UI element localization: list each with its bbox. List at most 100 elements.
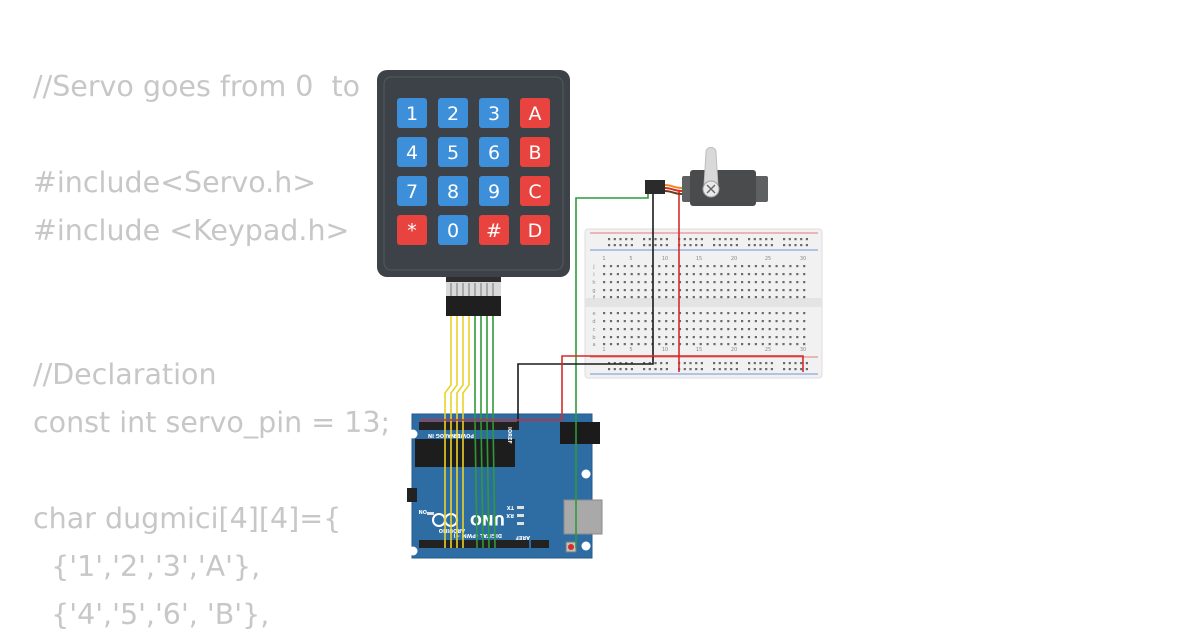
breadboard-hole xyxy=(796,265,799,268)
breadboard-hole xyxy=(700,368,703,371)
breadboard-hole xyxy=(730,362,733,365)
breadboard-hole xyxy=(616,328,619,331)
row-letter: e xyxy=(592,311,595,317)
breadboard-hole xyxy=(718,362,721,365)
breadboard-hole xyxy=(803,289,806,292)
breadboard-hole xyxy=(748,238,751,241)
breadboard-hole xyxy=(692,336,695,339)
breadboard-hole xyxy=(720,336,723,339)
keypad-key-1[interactable] xyxy=(397,98,427,128)
breadboard-hole xyxy=(803,336,806,339)
breadboard-hole xyxy=(692,320,695,323)
breadboard-hole xyxy=(796,328,799,331)
breadboard-hole xyxy=(616,320,619,323)
keypad-key-C[interactable] xyxy=(520,176,550,206)
column-number: 1 xyxy=(602,256,605,262)
breadboard-hole xyxy=(678,265,682,268)
breadboard-hole xyxy=(741,296,744,299)
breadboard-hole xyxy=(699,296,702,299)
breadboard-hole xyxy=(699,265,702,268)
breadboard-hole xyxy=(734,296,737,299)
breadboard-hole xyxy=(706,273,709,276)
breadboard-row-letters: j i h g f e d c b a xyxy=(592,264,595,348)
breadboard[interactable]: 1 5 10 15 20 25 30 1 5 10 15 20 25 30 j … xyxy=(584,228,823,379)
breadboard-hole xyxy=(625,368,628,371)
breadboard-hole xyxy=(761,296,764,299)
breadboard-hole xyxy=(616,312,619,315)
breadboard-hole xyxy=(630,289,633,292)
breadboard-hole xyxy=(768,273,771,276)
breadboard-hole xyxy=(630,368,633,371)
breadboard-hole xyxy=(603,320,606,323)
breadboard-hole xyxy=(803,281,806,284)
keypad-key-2[interactable] xyxy=(438,98,468,128)
keypad-key-label: 5 xyxy=(447,142,459,164)
keypad-key-A[interactable] xyxy=(520,98,550,128)
keypad-key-0[interactable] xyxy=(438,215,468,245)
breadboard-hole xyxy=(775,273,778,276)
servo-motor[interactable] xyxy=(645,147,768,207)
reset-button-cap[interactable] xyxy=(568,544,574,550)
row-letter: b xyxy=(592,335,595,341)
breadboard-hole xyxy=(672,296,675,299)
breadboard-hole xyxy=(689,244,692,247)
column-number: 25 xyxy=(765,256,771,262)
on-label: ON xyxy=(419,508,427,514)
breadboard-hole xyxy=(796,320,799,323)
breadboard-hole xyxy=(689,362,692,365)
breadboard-hole xyxy=(660,238,663,241)
breadboard-hole xyxy=(754,328,757,331)
breadboard-hole xyxy=(637,343,640,346)
breadboard-hole xyxy=(753,238,756,241)
keypad-key-8[interactable] xyxy=(438,176,468,206)
breadboard-hole xyxy=(637,296,640,299)
keypad-key-3[interactable] xyxy=(479,98,509,128)
mounting-hole xyxy=(581,541,591,551)
breadboard-hole xyxy=(713,362,716,365)
breadboard-hole xyxy=(765,238,768,241)
keypad-key-B[interactable] xyxy=(520,137,550,167)
breadboard-hole xyxy=(609,273,613,276)
keypad-key-4[interactable] xyxy=(397,137,427,167)
breadboard-hole xyxy=(775,312,778,315)
breadboard-hole xyxy=(683,368,686,371)
keypad-key-6[interactable] xyxy=(479,137,509,167)
breadboard-hole xyxy=(775,289,778,292)
breadboard-hole xyxy=(747,273,751,276)
breadboard-hole xyxy=(759,238,762,241)
breadboard-hole xyxy=(630,244,633,247)
breadboard-hole xyxy=(616,273,619,276)
keypad-key-D[interactable] xyxy=(520,215,550,245)
led-rx xyxy=(517,514,524,517)
breadboard-hole xyxy=(718,244,721,247)
keypad-key-#[interactable] xyxy=(479,215,509,245)
breadboard-hole xyxy=(648,368,651,371)
breadboard-hole xyxy=(768,320,771,323)
breadboard-hole xyxy=(789,289,792,292)
breadboard-hole xyxy=(768,281,771,284)
breadboard-hole xyxy=(660,244,663,247)
keypad-key-*[interactable] xyxy=(397,215,427,245)
breadboard-hole xyxy=(630,273,633,276)
breadboard-hole xyxy=(730,238,733,241)
breadboard-hole xyxy=(658,312,661,315)
breadboard-hole xyxy=(665,368,668,371)
breadboard-hole xyxy=(800,238,803,241)
breadboard-hole xyxy=(637,312,640,315)
keypad-bezel xyxy=(383,76,564,271)
breadboard-hole xyxy=(644,273,647,276)
icsp-header xyxy=(407,488,417,502)
keypad-key-7[interactable] xyxy=(397,176,427,206)
breadboard-hole xyxy=(789,320,792,323)
keypad-key-label: 8 xyxy=(447,181,459,203)
arduino-uno-board[interactable]: UNO ARDUINO ANALOG IN POWER DIGITAL (PWM… xyxy=(407,413,603,559)
keypad-key-5[interactable] xyxy=(438,137,468,167)
breadboard-hole xyxy=(713,368,716,371)
keypad-key-9[interactable] xyxy=(479,176,509,206)
rx-label: RX xyxy=(506,512,514,518)
breadboard-hole xyxy=(644,289,647,292)
on-label-group: ON xyxy=(419,508,427,514)
code-line: //Servo goes from 0 to xyxy=(33,70,361,103)
